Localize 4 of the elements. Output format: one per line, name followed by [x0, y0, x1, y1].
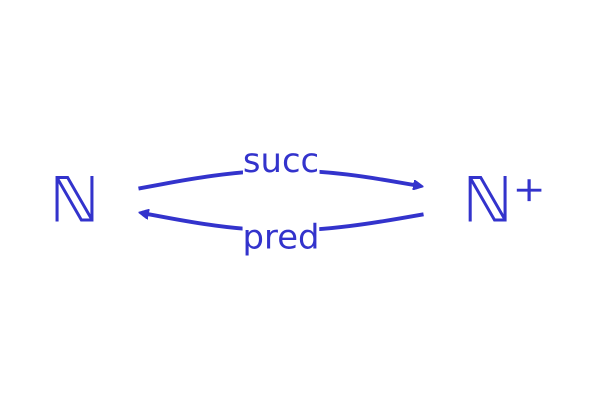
- edge-label: pred: [242, 218, 320, 258]
- node-text: ℕ⁺: [462, 164, 546, 237]
- edge-label: succ: [242, 142, 320, 181]
- node-text: ℕ: [49, 164, 100, 237]
